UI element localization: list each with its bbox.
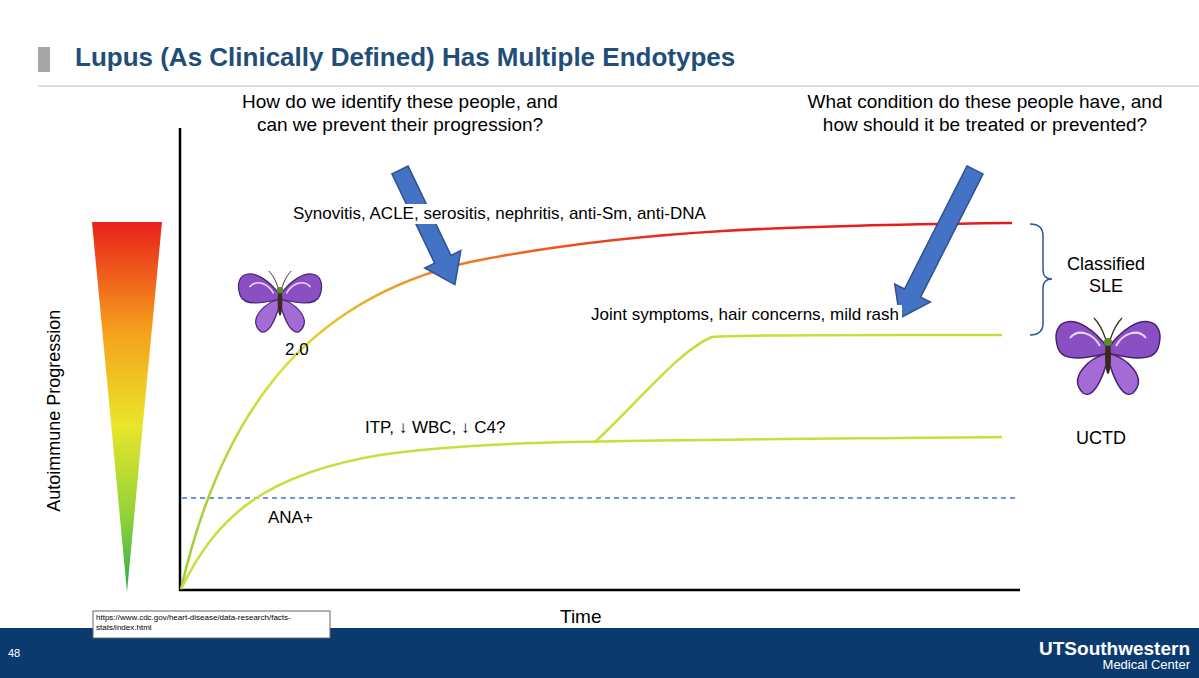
source-url: https://www.cdc.gov/heart-disease/data-r… [96, 613, 328, 632]
curve-label: Joint symptoms, hair concerns, mild rash [588, 305, 902, 325]
curve-label: Synovitis, ACLE, serositis, nephritis, a… [290, 204, 709, 224]
slide-number: 48 [8, 647, 48, 660]
slide-title: Lupus (As Clinically Defined) Has Multip… [75, 42, 735, 73]
curve-label: ITP, ↓ WBC, ↓ C4? [365, 418, 565, 438]
version-label: 2.0 [285, 340, 325, 360]
threshold-label: ANA+ [268, 508, 338, 528]
group-label: UCTD [1076, 428, 1146, 450]
logo-text: Medical Center [960, 657, 1190, 673]
axis-label: Autoimmune Progression [44, 296, 66, 526]
bracket-label: Classified SLE [1056, 254, 1156, 297]
callout-question: What condition do these people have, and… [800, 91, 1170, 137]
callout-question: How do we identify these people, and can… [230, 91, 570, 137]
axis-label: Time [560, 606, 630, 629]
